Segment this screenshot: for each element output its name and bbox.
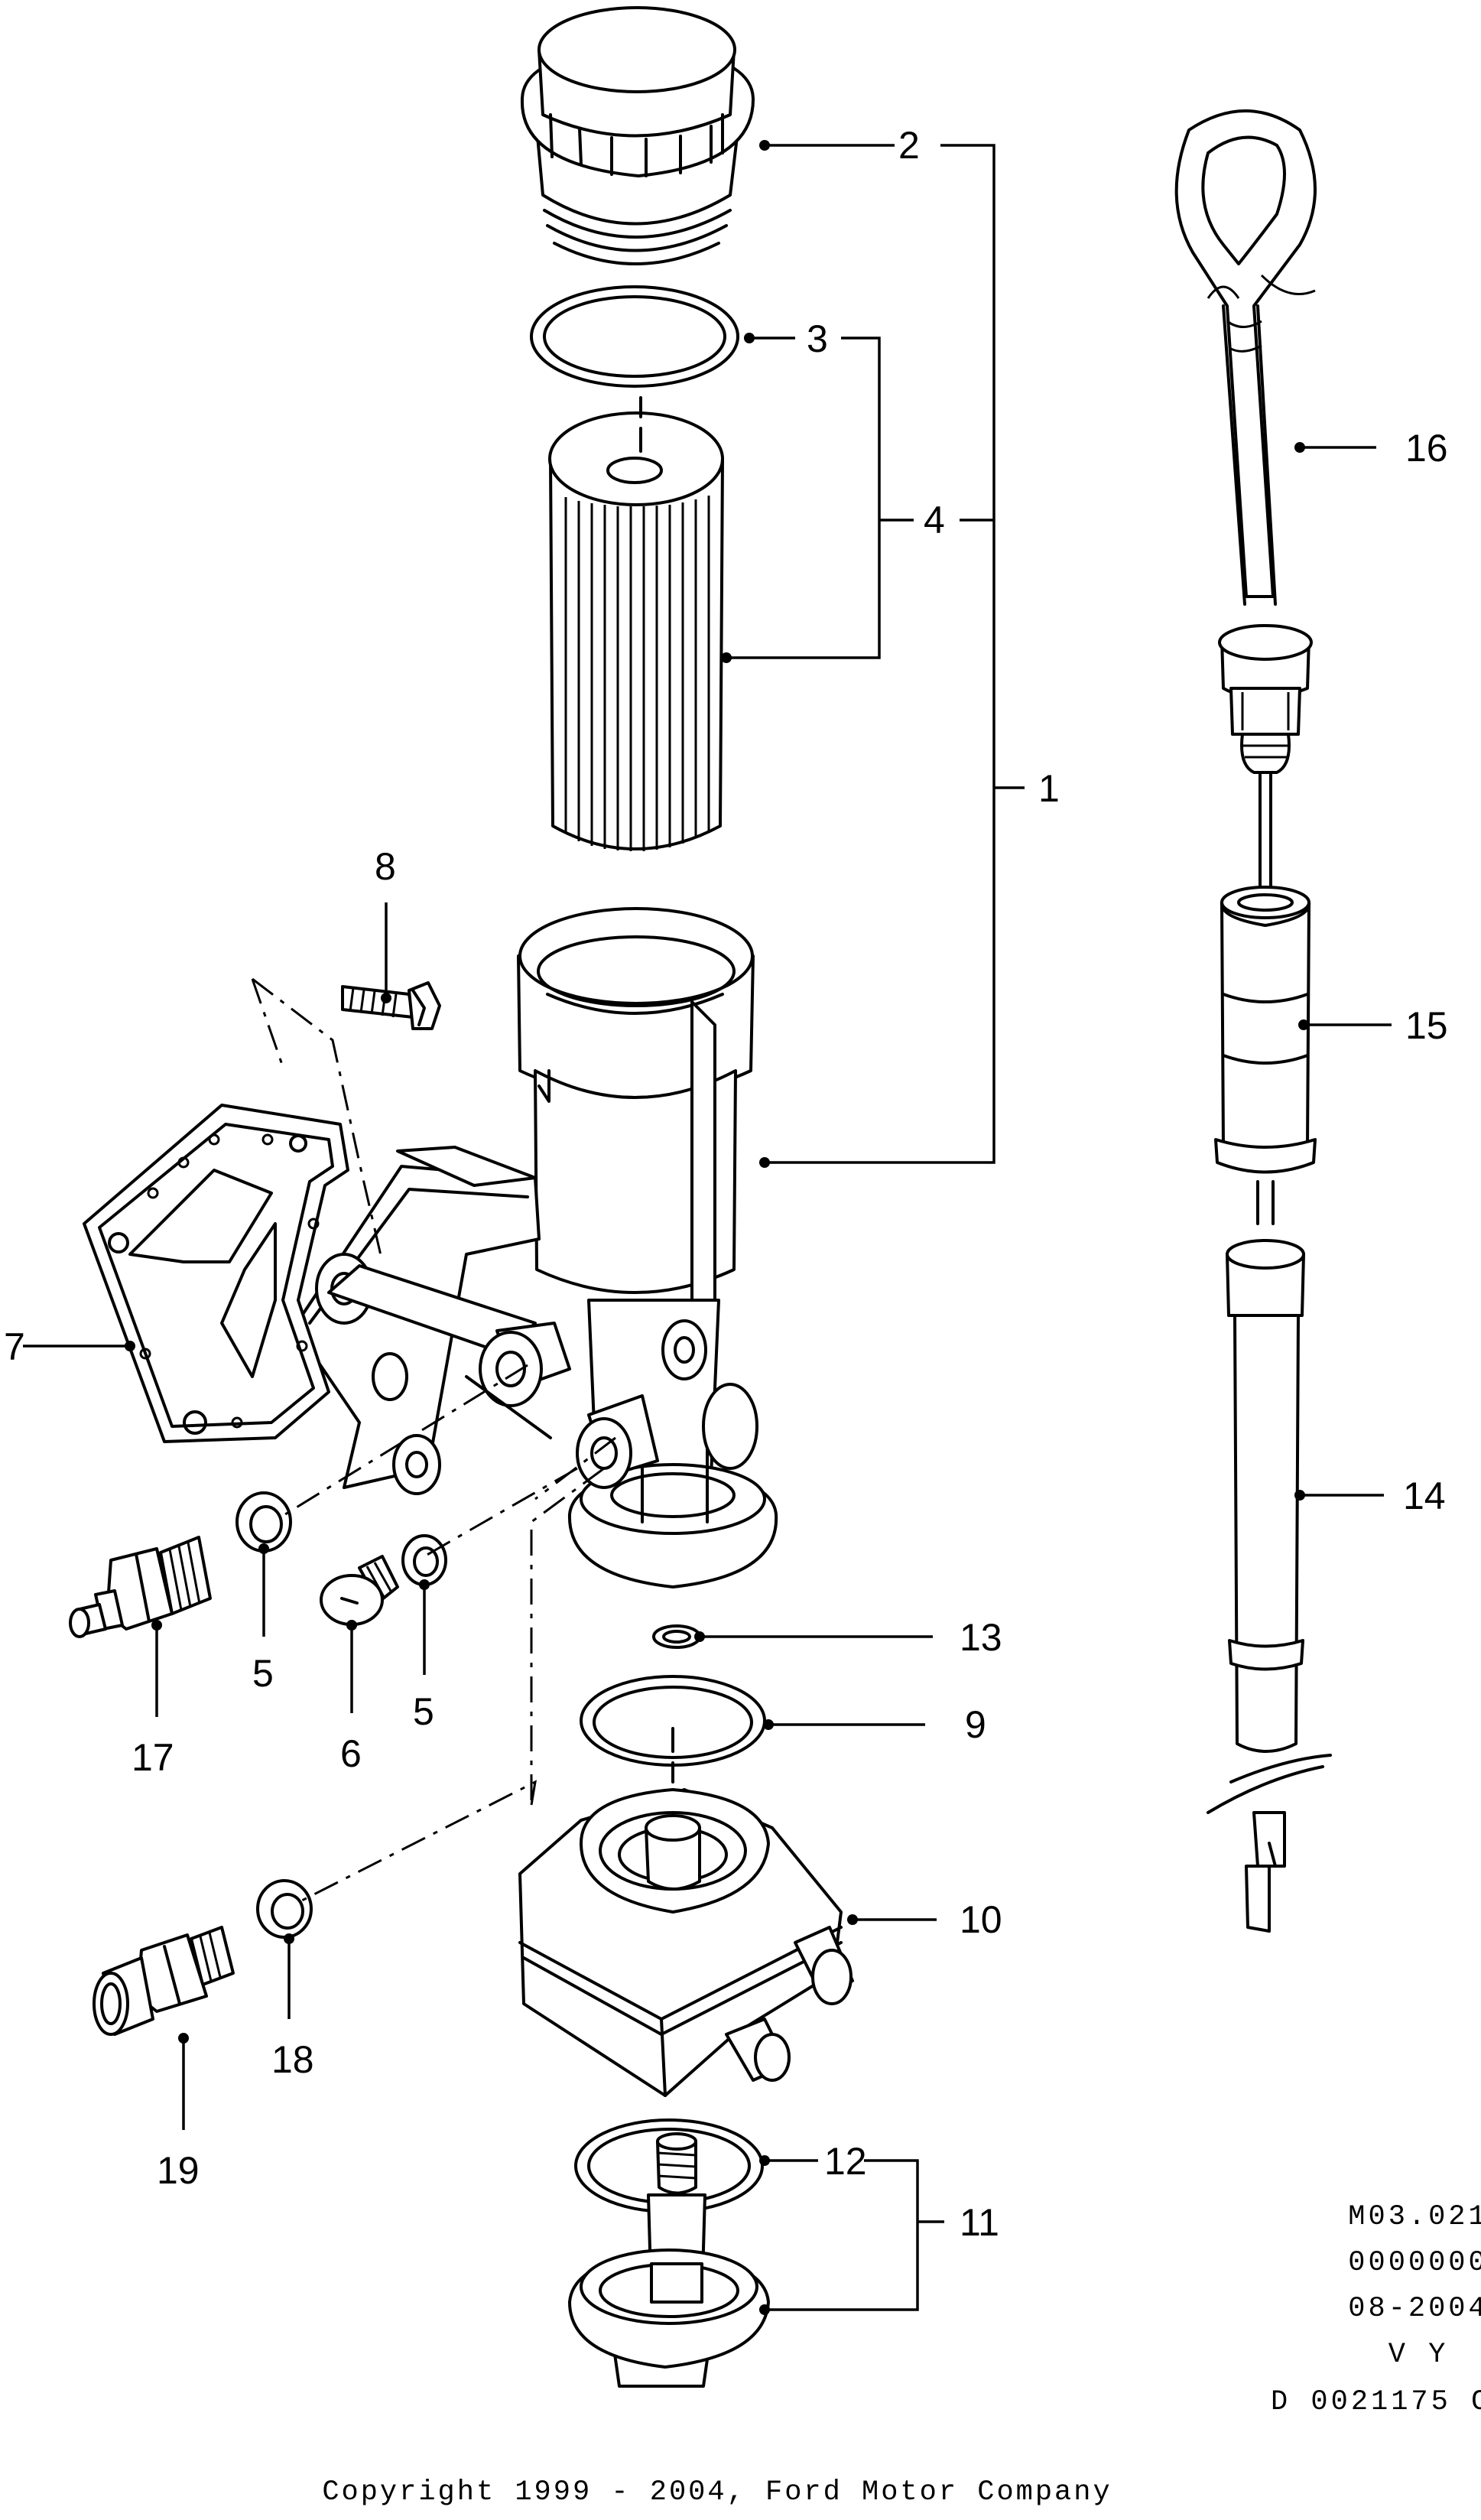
callout-3: 3	[807, 317, 828, 360]
callout-16: 16	[1405, 427, 1448, 470]
callout-13: 13	[960, 1616, 1002, 1659]
drawing-meta: M03.021 0000000 08-2004 V Y D 0021175 C	[1271, 2201, 1481, 2418]
callout-17: 17	[132, 1736, 174, 1779]
callout-15: 15	[1405, 1004, 1448, 1047]
meta-number: 0000000	[1348, 2247, 1481, 2279]
callout-11: 11	[960, 2201, 999, 2244]
callout-labels: 1 2 3 4 5 5 6 7 8 9 10 11 12 13 14 15 16…	[4, 124, 1448, 2244]
oil-cooler-10	[518, 1727, 854, 2097]
sealing-washer-5a	[235, 1491, 292, 1553]
callout-9: 9	[965, 1703, 986, 1746]
sealing-washer-13	[652, 1624, 701, 1649]
callout-7: 7	[4, 1325, 25, 1368]
filter-cap	[520, 6, 755, 265]
callout-18: 18	[271, 2038, 314, 2081]
callout-5b: 5	[413, 1690, 434, 1733]
gasket-7	[83, 1104, 349, 1443]
callout-5a: 5	[252, 1652, 274, 1695]
callout-8: 8	[375, 845, 396, 888]
meta-drawing: D 0021175 C	[1271, 2386, 1481, 2418]
sealing-washer-5b	[401, 1534, 447, 1586]
callout-12: 12	[824, 2140, 867, 2183]
dipstick-16	[1174, 109, 1317, 606]
o-ring-upper	[530, 285, 739, 388]
meta-date: 08-2004	[1348, 2293, 1481, 2325]
dipstick-14	[1207, 1239, 1332, 1933]
callout-2: 2	[898, 124, 920, 167]
housing-flange	[293, 1146, 659, 1495]
leader-lines	[23, 144, 1392, 2311]
leader-dots	[125, 140, 1309, 2315]
callout-10: 10	[960, 1898, 1002, 1941]
oil-temp-sender-19	[93, 1926, 235, 2036]
drain-cover-11	[568, 2132, 770, 2388]
callout-6: 6	[340, 1732, 362, 1775]
sealing-washer-18	[256, 1879, 313, 1939]
meta-code: M03.021	[1348, 2201, 1481, 2233]
callout-14: 14	[1403, 1475, 1446, 1517]
assembly-lines	[251, 977, 616, 1906]
bolt-8	[341, 981, 441, 1030]
callout-4: 4	[924, 499, 945, 541]
filter-housing	[517, 907, 778, 1588]
oil-pressure-sender-17	[69, 1536, 212, 1638]
callout-19: 19	[157, 2149, 200, 2192]
filter-element	[548, 396, 724, 851]
meta-vy: V Y	[1388, 2339, 1449, 2371]
callout-1: 1	[1038, 767, 1060, 810]
dipstick-15	[1214, 624, 1317, 1225]
plug-6	[320, 1555, 399, 1626]
copyright: Copyright 1999 - 2004, Ford Motor Compan…	[322, 2476, 1112, 2509]
